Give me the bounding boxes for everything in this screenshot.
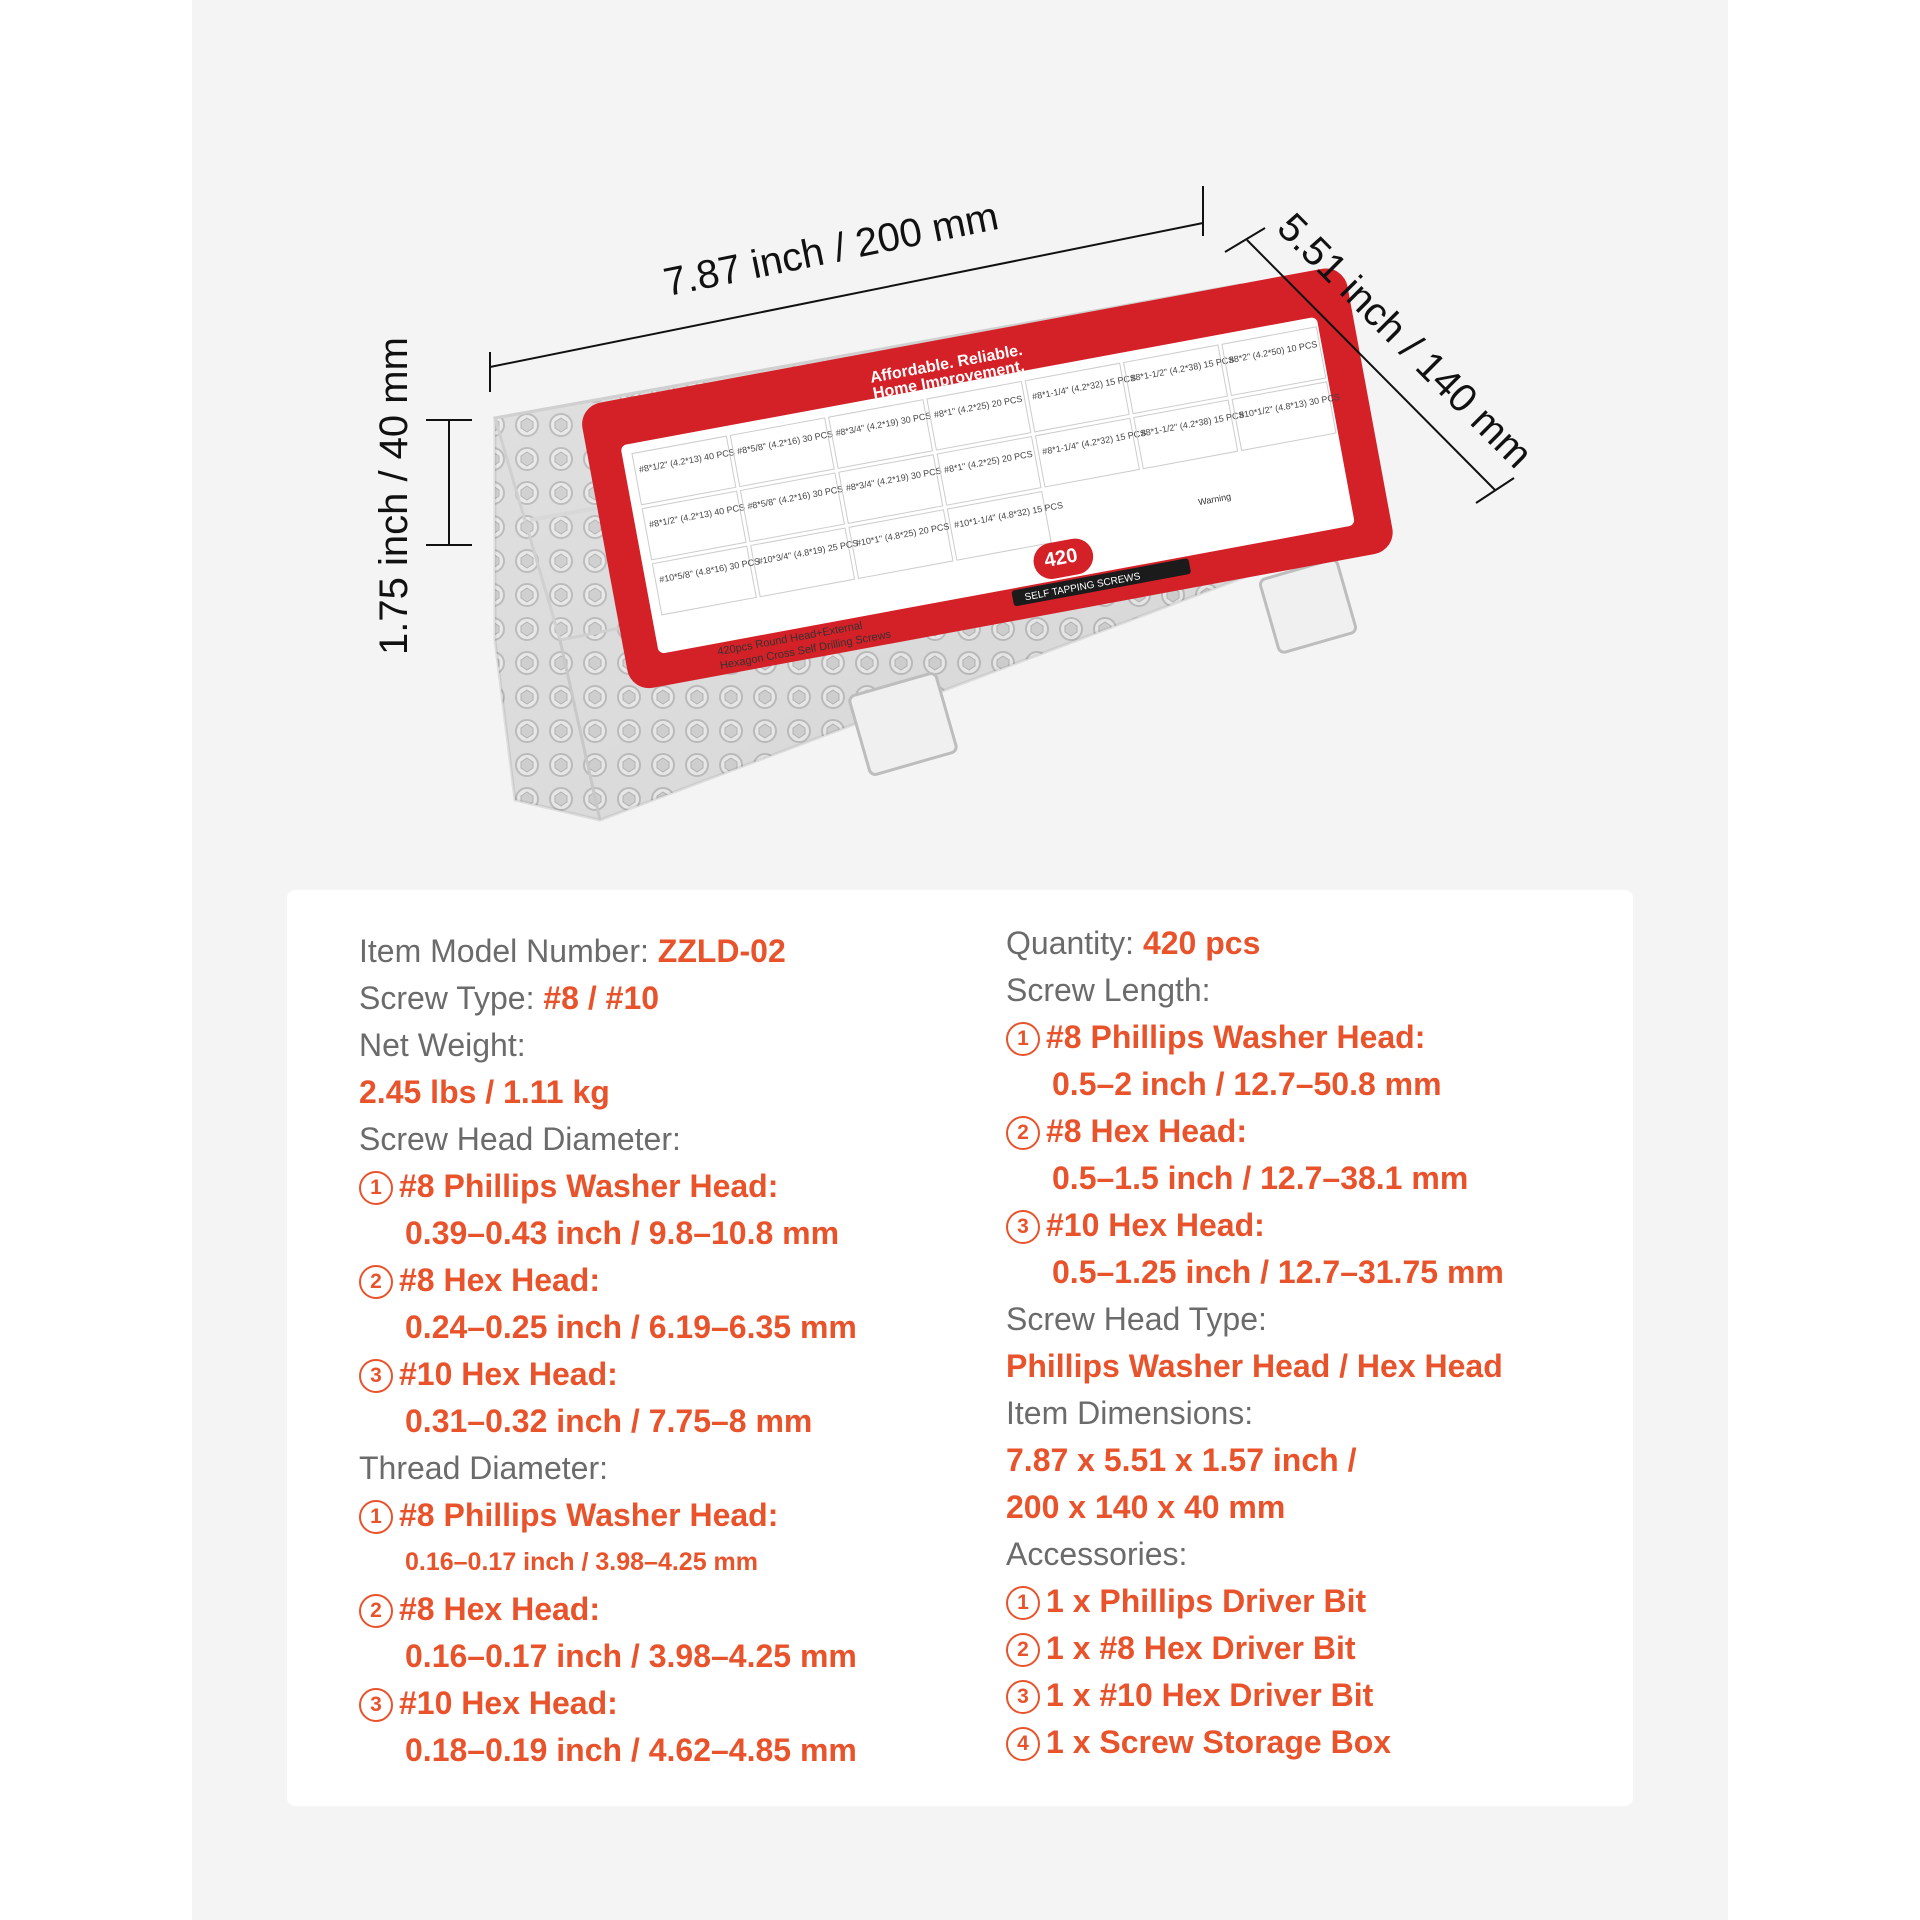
- dimension-lines: [426, 186, 1515, 546]
- label-cell: [838, 454, 944, 524]
- thread-diameter-item: 1#8 Phillips Washer Head:: [359, 1492, 857, 1539]
- screw-length-label: Screw Length:: [1006, 972, 1211, 1008]
- number-badge: 4: [1006, 1727, 1040, 1761]
- screw-type-row: Screw Type: #8 / #10: [359, 975, 857, 1022]
- head-diameter-row: Screw Head Diameter:: [359, 1116, 857, 1163]
- head-type-value: Phillips Washer Head / Hex Head: [1006, 1348, 1503, 1384]
- thread-diameter-row: Thread Diameter:: [359, 1445, 857, 1492]
- head-type-row: Screw Head Type:: [1006, 1296, 1504, 1343]
- number-badge: 2: [1006, 1116, 1040, 1150]
- screw-length-row: Screw Length:: [1006, 967, 1504, 1014]
- head-diameter-item: 2#8 Hex Head:: [359, 1257, 857, 1304]
- label-cell: [1133, 399, 1239, 470]
- thread-diameter-value: 0.16–0.17 inch / 3.98–4.25 mm: [405, 1548, 759, 1576]
- latch-left: [848, 672, 958, 776]
- item-dimensions-label: Item Dimensions:: [1006, 1395, 1254, 1431]
- number-badge: 2: [359, 1265, 393, 1299]
- label-cell: [1123, 344, 1229, 415]
- model-number-row: Item Model Number: ZZLD-02: [359, 928, 857, 975]
- number-badge: 2: [1006, 1633, 1040, 1667]
- specs-right-column: Quantity: 420 pcs Screw Length: 1#8 Phil…: [1006, 920, 1504, 1766]
- head-diameter-value: 0.31–0.32 inch / 7.75–8 mm: [405, 1403, 813, 1439]
- label-cell: [828, 399, 934, 469]
- label-cell: [641, 490, 747, 561]
- label-cell: [1231, 381, 1337, 452]
- label-cell: [926, 380, 1032, 451]
- screw-type-label: Screw Type:: [359, 980, 535, 1016]
- number-badge: 2: [359, 1594, 393, 1628]
- thread-diameter-item: 3#10 Hex Head:: [359, 1680, 857, 1727]
- thread-diameter-item: 2#8 Hex Head:: [359, 1586, 857, 1633]
- quantity-label: Quantity:: [1006, 925, 1135, 961]
- model-number-label: Item Model Number:: [359, 933, 649, 969]
- label-cell: [729, 417, 835, 488]
- net-weight-row: Net Weight:: [359, 1022, 857, 1069]
- head-diameter-item: 3#10 Hex Head:: [359, 1351, 857, 1398]
- quantity-value: 420 pcs: [1142, 925, 1261, 961]
- label-cell: [848, 509, 954, 580]
- thread-diameter-value: 0.16–0.17 inch / 3.98–4.25 mm: [405, 1638, 857, 1674]
- label-cell: [739, 472, 845, 543]
- net-weight-value: 2.45 lbs / 1.11 kg: [359, 1074, 610, 1110]
- number-badge: 3: [1006, 1680, 1040, 1714]
- head-diameter-value: 0.39–0.43 inch / 9.8–10.8 mm: [405, 1215, 840, 1251]
- item-dimensions-value-2: 200 x 140 x 40 mm: [1006, 1489, 1286, 1525]
- accessories-label: Accessories:: [1006, 1536, 1188, 1572]
- item-dimensions-value-1: 7.87 x 5.51 x 1.57 inch /: [1006, 1442, 1357, 1478]
- label-cell: [936, 435, 1042, 506]
- head-diameter-item: 1#8 Phillips Washer Head:: [359, 1163, 857, 1210]
- label-cell: [631, 435, 737, 506]
- item-dimensions-row: Item Dimensions:: [1006, 1390, 1504, 1437]
- height-dimension: 1.75 inch / 40 mm: [372, 337, 416, 655]
- quantity-row: Quantity: 420 pcs: [1006, 920, 1504, 967]
- accessories-row: Accessories:: [1006, 1531, 1504, 1578]
- head-diameter-value: 0.24–0.25 inch / 6.19–6.35 mm: [405, 1309, 857, 1345]
- box-label: Affordable. Reliable. Home Improvement. …: [582, 268, 1393, 689]
- screw-length-item: 2#8 Hex Head:: [1006, 1108, 1504, 1155]
- number-badge: 3: [359, 1688, 393, 1722]
- head-diameter-label: Screw Head Diameter:: [359, 1121, 681, 1157]
- number-badge: 1: [1006, 1022, 1040, 1056]
- screw-length-value: 0.5–1.25 inch / 12.7–31.75 mm: [1052, 1254, 1504, 1290]
- net-weight-label: Net Weight:: [359, 1027, 526, 1063]
- label-cell: [1034, 417, 1140, 488]
- latch-right: [1258, 558, 1358, 654]
- number-badge: 3: [359, 1359, 393, 1393]
- thread-diameter-label: Thread Diameter:: [359, 1450, 608, 1486]
- screw-length-item: 3#10 Hex Head:: [1006, 1202, 1504, 1249]
- label-cell: [1024, 362, 1130, 433]
- label-cell: [1221, 326, 1327, 397]
- thread-diameter-value: 0.18–0.19 inch / 4.62–4.85 mm: [405, 1732, 857, 1768]
- screw-length-value: 0.5–2 inch / 12.7–50.8 mm: [1052, 1066, 1442, 1102]
- number-badge: 1: [359, 1171, 393, 1205]
- specs-card: [287, 890, 1633, 1806]
- number-badge: 1: [359, 1500, 393, 1534]
- screw-type-value: #8 / #10: [543, 980, 660, 1016]
- screw-length-value: 0.5–1.5 inch / 12.7–38.1 mm: [1052, 1160, 1469, 1196]
- count-badge: [1033, 538, 1094, 579]
- specs-left-column: Item Model Number: ZZLD-02 Screw Type: #…: [359, 928, 857, 1774]
- number-badge: 3: [1006, 1210, 1040, 1244]
- number-badge: 1: [1006, 1586, 1040, 1620]
- model-number-value: ZZLD-02: [657, 933, 786, 969]
- head-type-label: Screw Head Type:: [1006, 1301, 1267, 1337]
- label-cell: [651, 545, 757, 616]
- label-cell: [750, 527, 856, 598]
- screw-length-item: 1#8 Phillips Washer Head:: [1006, 1014, 1504, 1061]
- label-cell: [946, 491, 1052, 561]
